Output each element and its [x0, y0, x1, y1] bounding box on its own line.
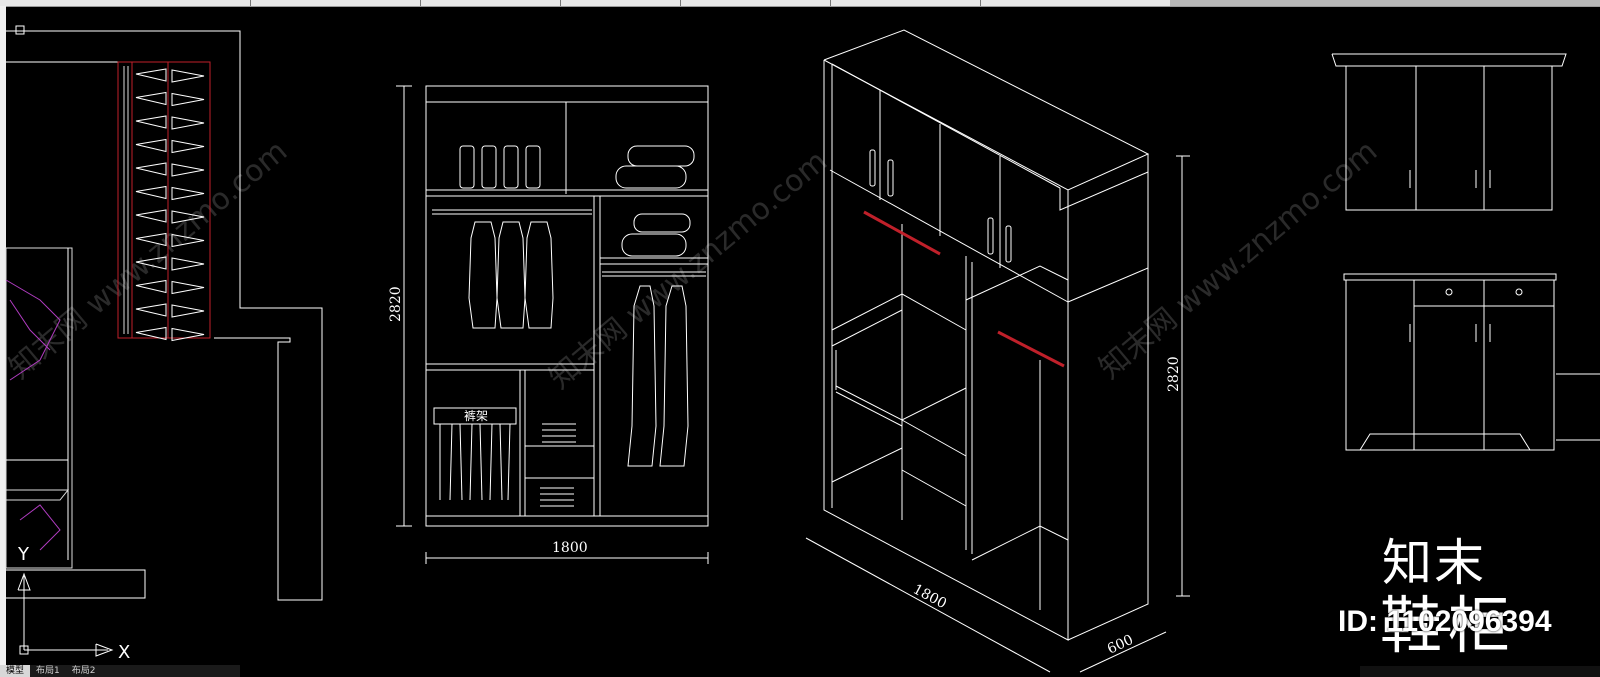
cabinet-elevation-top [1331, 53, 1567, 211]
tab-layout2[interactable]: 布局2 [71, 666, 96, 676]
toolbar-separator [830, 0, 831, 6]
plan-hanger [171, 69, 205, 83]
plan-hanger [171, 139, 205, 154]
drawing-id: ID: 1102096394 [1338, 605, 1552, 638]
left-panel-edge [0, 6, 6, 677]
front-height-dimension: 2820 [388, 286, 404, 322]
plan-hanger [171, 280, 205, 295]
cabinet-elevation-bottom [1343, 273, 1600, 451]
tab-layout1[interactable]: 布局1 [36, 666, 60, 676]
plan-hanger [171, 257, 205, 271]
toolbar-scroll-area[interactable] [1170, 0, 1600, 6]
plan-hanger [135, 185, 167, 200]
plan-hanger [135, 115, 167, 129]
front-elevation-view [396, 85, 709, 564]
trouser-rack-label: 裤架 [464, 409, 488, 423]
toolbar-separator [980, 0, 981, 6]
plan-hanger [135, 68, 167, 82]
front-width-dimension: 1800 [552, 540, 588, 556]
plan-hanger [135, 138, 167, 153]
plan-hanger [171, 92, 205, 107]
ucs-icon [17, 572, 114, 657]
floor-plan-view [5, 25, 323, 601]
toolbar-separator [250, 0, 251, 6]
plan-hanger [135, 209, 167, 223]
iso-height-dimension: 2820 [1166, 356, 1182, 392]
ucs-y-label: Y [17, 544, 30, 565]
layout-tab-bar[interactable]: 模型布局1 布局2 [0, 665, 240, 677]
iso-width-dimension: 1800 [910, 581, 949, 612]
ucs-x-label: X [118, 642, 130, 663]
plan-hanger [171, 327, 205, 342]
toolbar-separator [420, 0, 421, 6]
iso-depth-dimension: 600 [1105, 632, 1136, 658]
drawing-title: 鞋柜 [1380, 589, 1517, 662]
plan-hanger [135, 303, 167, 317]
isometric-view [805, 29, 1190, 673]
toolbar-separator [680, 0, 681, 6]
plan-hanger [171, 116, 205, 130]
plan-hanger-group [135, 68, 205, 342]
toolbar-separator [560, 0, 561, 6]
brand-logo: 知末 [1382, 534, 1486, 592]
plan-hanger [171, 186, 205, 201]
plan-hanger [135, 279, 167, 294]
plan-hanger [135, 162, 167, 176]
watermark-text: 知末网 www.znzmo.com [1093, 134, 1384, 386]
plan-hanger [135, 232, 167, 247]
plan-hanger [171, 304, 205, 318]
status-bar-right [1360, 666, 1600, 677]
plan-hanger [135, 256, 167, 270]
plan-hanger [171, 210, 205, 224]
plan-hanger [171, 233, 205, 248]
brand-stamp: 知末 鞋柜 ID: 1102096394 [1338, 534, 1595, 670]
plan-hanger [135, 91, 167, 106]
ribbon-toolbar-strip[interactable] [0, 0, 1600, 7]
plan-hanger [135, 326, 167, 341]
watermark-text: 知末网 www.znzmo.com [543, 144, 834, 396]
plan-hanger [171, 163, 205, 177]
tab-model[interactable]: 模型 [0, 665, 31, 677]
